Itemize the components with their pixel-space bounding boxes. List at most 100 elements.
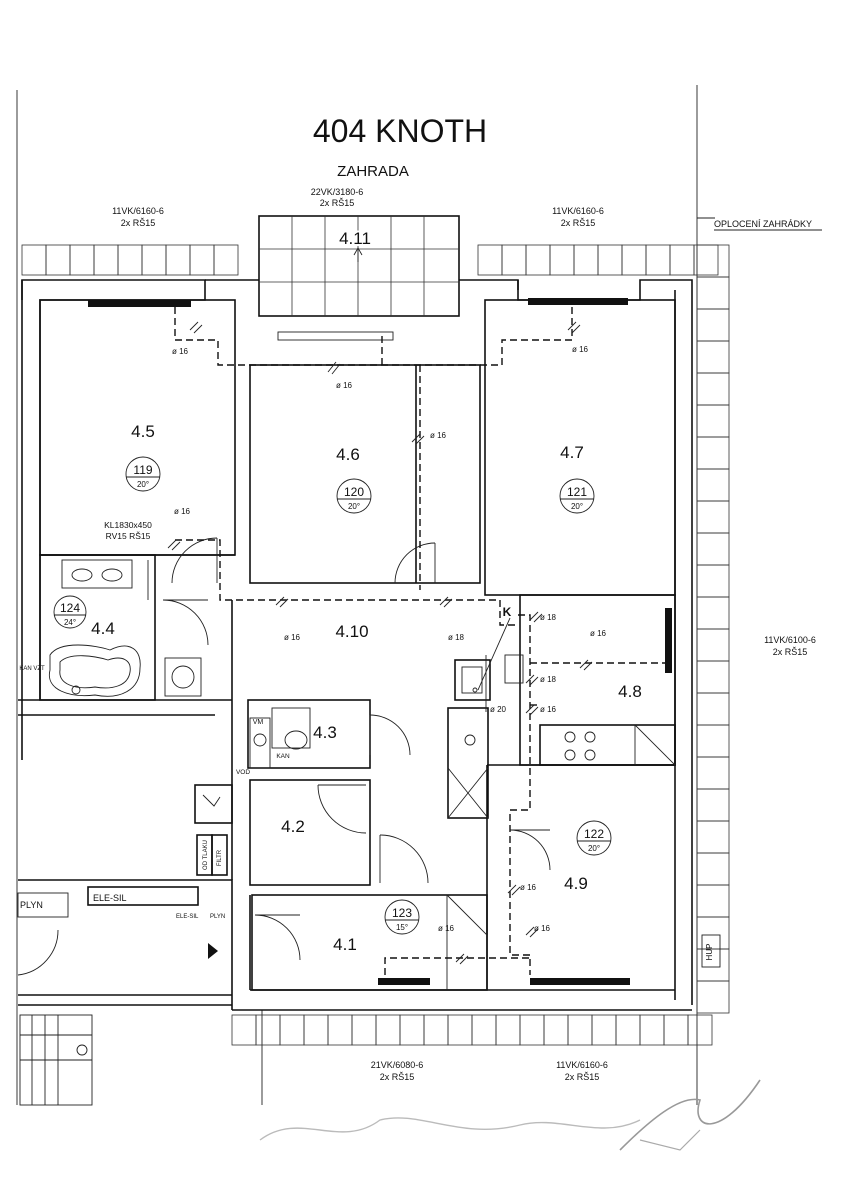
window-top-center-code: 22VK/3180-6 <box>311 187 364 197</box>
paving-tile <box>696 404 730 438</box>
stair-4-1 <box>446 655 488 990</box>
signature <box>259 1079 761 1151</box>
paving-tile <box>687 1014 713 1046</box>
window-top-left-sub: 2x RŠ15 <box>121 218 156 228</box>
window-right-sub: 2x RŠ15 <box>773 647 808 657</box>
fence-label: OPLOCENÍ ZAHRÁDKY <box>714 219 812 229</box>
svg-text:20°: 20° <box>348 502 360 511</box>
svg-text:121: 121 <box>567 485 587 499</box>
label-ele-sil-small: ELE-SIL <box>176 914 199 920</box>
label-kan-vzt: KAN VZT <box>19 666 45 672</box>
label-filtr: FILTR <box>217 849 223 866</box>
paving-tile <box>519 1014 545 1046</box>
paving-tile <box>471 1014 497 1046</box>
paving-tile <box>375 1014 401 1046</box>
label-vm: VM <box>253 719 264 726</box>
room-label-4-5: 4.5 <box>131 422 155 441</box>
room-label-4-9: 4.9 <box>564 874 588 893</box>
pipe-label: ø 16 <box>520 883 537 892</box>
paving-tile <box>501 244 527 276</box>
pipe-label: ø 18 <box>448 633 465 642</box>
paving-tile <box>549 244 575 276</box>
room-label-4-2: 4.2 <box>281 817 305 836</box>
label-vod: VOD <box>236 769 250 776</box>
window-top-right-code: 11VK/6160-6 <box>552 206 604 216</box>
paving-tiles <box>21 244 730 1046</box>
paving-tile <box>495 1014 521 1046</box>
room-badge-119: 119 20° <box>125 456 161 492</box>
stair-bottom-left <box>19 1014 93 1106</box>
paving-tile <box>591 1014 617 1046</box>
radiator-note-line2: RV15 RŠ15 <box>106 531 151 541</box>
paving-tile <box>327 1014 353 1046</box>
svg-text:15°: 15° <box>396 923 408 932</box>
pipe-label: ø 16 <box>534 924 551 933</box>
room-label-4-7: 4.7 <box>560 443 584 462</box>
svg-text:122: 122 <box>584 827 604 841</box>
fence-label-group: OPLOCENÍ ZAHRÁDKY <box>697 217 822 231</box>
window-bottom-left-code: 21VK/6080-6 <box>371 1060 424 1070</box>
window-top-center-sub: 2x RŠ15 <box>320 198 355 208</box>
label-plyn-small: PLYN <box>210 914 225 920</box>
paving-tile <box>477 244 503 276</box>
bathroom-fixtures <box>48 559 311 769</box>
room-badge-123: 123 15° <box>384 899 420 935</box>
paving-tile <box>696 724 730 758</box>
paving-tile <box>255 1014 281 1046</box>
paving-tile <box>231 1014 257 1046</box>
paving-tile <box>447 1014 473 1046</box>
window-bottom-left-sub: 2x RŠ15 <box>380 1072 415 1082</box>
svg-text:124: 124 <box>60 601 80 615</box>
room-badge-121: 121 20° <box>559 478 595 514</box>
svg-text:119: 119 <box>133 463 152 477</box>
paving-tile <box>525 244 551 276</box>
label-kan: KAN <box>276 753 290 760</box>
room-label-4-8: 4.8 <box>618 682 642 701</box>
paving-tile <box>93 244 119 276</box>
paving-tile <box>663 1014 689 1046</box>
label-od-tlaku: OD TLAKU <box>203 840 209 870</box>
paving-tile <box>696 628 730 662</box>
window-bottom-right-code: 11VK/6160-6 <box>556 1060 608 1070</box>
paving-tile <box>696 340 730 374</box>
pipe-label: ø 16 <box>438 924 455 933</box>
paving-tile <box>696 756 730 790</box>
paving-tile <box>696 692 730 726</box>
paving-tile <box>117 244 143 276</box>
paving-tile <box>696 468 730 502</box>
paving-tile <box>165 244 191 276</box>
paving-tile <box>693 244 719 276</box>
paving-tile <box>423 1014 449 1046</box>
paving-tile <box>573 244 599 276</box>
paving-tile <box>69 244 95 276</box>
paving-tile <box>696 372 730 406</box>
room-label-4-11: 4.11 <box>339 229 371 248</box>
pipe-label: ø 16 <box>590 629 607 638</box>
label-hup: HUP <box>705 944 714 961</box>
svg-text:20°: 20° <box>588 844 600 853</box>
pipe-label: ø 16 <box>430 431 447 440</box>
pipe-label: ø 16 <box>172 347 189 356</box>
terrace-4-11: 4.11 <box>258 215 460 317</box>
svg-text:20°: 20° <box>571 502 583 511</box>
paving-tile <box>696 596 730 630</box>
svg-text:123: 123 <box>392 906 412 920</box>
pipe-label: ø 16 <box>284 633 301 642</box>
room-label-4-1: 4.1 <box>333 935 357 954</box>
paving-tile <box>696 276 730 310</box>
window-bottom-right-sub: 2x RŠ15 <box>565 1072 600 1082</box>
paving-tile <box>141 244 167 276</box>
label-plyn: PLYN <box>20 900 43 910</box>
paving-tile <box>696 500 730 534</box>
room-label-4-6: 4.6 <box>336 445 360 464</box>
paving-tile <box>45 244 71 276</box>
paving-tile <box>21 244 47 276</box>
room-labels: 4.5 4.6 4.7 4.4 4.10 4.8 4.3 4.2 4.9 4.1 <box>91 422 642 954</box>
room-badge-120: 120 20° <box>336 478 372 514</box>
interior-walls <box>39 299 676 991</box>
label-ele-sil: ELE-SIL <box>93 893 127 903</box>
window-top-left-code: 11VK/6160-6 <box>112 206 164 216</box>
kitchen-counter <box>447 654 676 819</box>
paving-tile <box>669 244 695 276</box>
